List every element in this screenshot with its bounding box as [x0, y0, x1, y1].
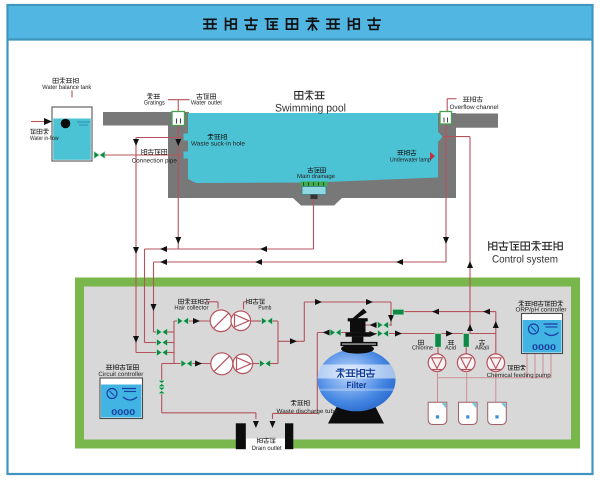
svg-text:Underwater lamp: Underwater lamp	[390, 157, 432, 164]
svg-text:Waste discharge tube: Waste discharge tube	[277, 408, 339, 415]
svg-text:Water outlet: Water outlet	[191, 100, 222, 107]
svg-text:Drain outlet: Drain outlet	[252, 445, 282, 452]
svg-text:Pumb: Pumb	[258, 305, 271, 312]
svg-text:Chlorine: Chlorine	[412, 344, 434, 351]
svg-text:Main drainage: Main drainage	[297, 173, 336, 180]
svg-text:Hair collector: Hair collector	[174, 305, 208, 312]
svg-text:Gratings: Gratings	[144, 100, 165, 107]
svg-text:Water balance tank: Water balance tank	[42, 84, 92, 91]
svg-text:Overflow channel: Overflow channel	[450, 104, 499, 111]
svg-text:0000: 0000	[111, 408, 136, 417]
svg-text:Filter: Filter	[347, 380, 367, 390]
svg-text:Chemical feeding pump: Chemical feeding pump	[487, 372, 552, 379]
svg-text:Connection pipe: Connection pipe	[132, 157, 178, 164]
svg-text:ORP/pH controller: ORP/pH controller	[516, 307, 567, 314]
svg-text:Control system: Control system	[492, 254, 558, 266]
svg-text:Swimming pool: Swimming pool	[275, 103, 346, 115]
svg-text:Acid: Acid	[445, 344, 456, 351]
svg-text:Water in-flow: Water in-flow	[30, 135, 59, 142]
svg-text:Alkali: Alkali	[475, 344, 489, 351]
svg-text:0000: 0000	[532, 343, 557, 352]
svg-text:Circuit controller: Circuit controller	[98, 371, 143, 378]
svg-text:Waste suck-in hole: Waste suck-in hole	[191, 141, 246, 148]
